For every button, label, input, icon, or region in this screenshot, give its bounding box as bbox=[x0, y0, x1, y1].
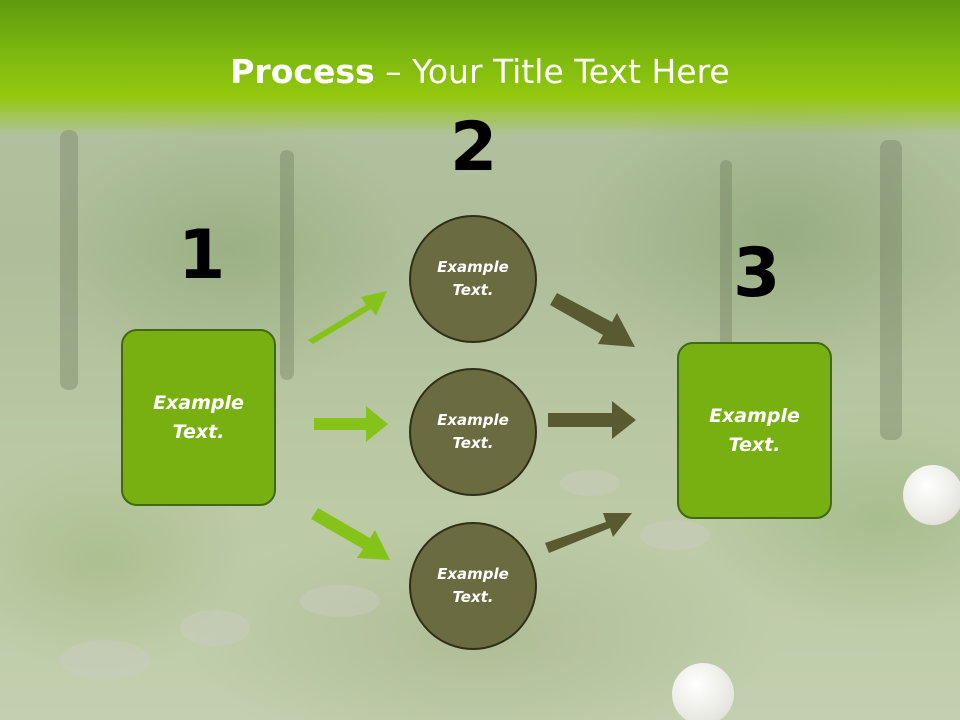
title-rest: – Your Title Text Here bbox=[374, 52, 730, 91]
circle-top-text: Example Text. bbox=[437, 258, 509, 299]
step-number-2: 2 bbox=[450, 108, 498, 187]
step-number-1: 1 bbox=[178, 216, 226, 295]
circle-middle-text: Example Text. bbox=[437, 411, 509, 452]
arrow-to-circle-bottom bbox=[311, 508, 390, 560]
arrow-from-circle-top bbox=[550, 293, 635, 347]
arrow-to-circle-top bbox=[308, 291, 387, 344]
end-box: Example Text. bbox=[677, 342, 832, 519]
circle-middle: Example Text. bbox=[409, 368, 537, 496]
olive-arrows bbox=[545, 293, 636, 553]
arrow-from-circle-bottom bbox=[545, 513, 632, 553]
title-banner bbox=[0, 0, 960, 135]
circle-top: Example Text. bbox=[409, 215, 537, 343]
title-bold: Process bbox=[230, 52, 375, 91]
slide-title: Process – Your Title Text Here bbox=[0, 52, 960, 91]
arrow-from-circle-middle bbox=[548, 401, 636, 439]
end-box-text: Example Text. bbox=[709, 404, 800, 456]
start-box: Example Text. bbox=[121, 329, 276, 506]
start-box-text: Example Text. bbox=[153, 391, 244, 443]
circle-bottom: Example Text. bbox=[409, 522, 537, 650]
garden-lamp-globe bbox=[672, 663, 734, 720]
arrow-to-circle-middle bbox=[314, 406, 388, 442]
garden-lamp-globe bbox=[903, 465, 960, 525]
green-arrows bbox=[308, 291, 390, 560]
circle-bottom-text: Example Text. bbox=[437, 565, 509, 606]
step-number-3: 3 bbox=[733, 234, 781, 313]
